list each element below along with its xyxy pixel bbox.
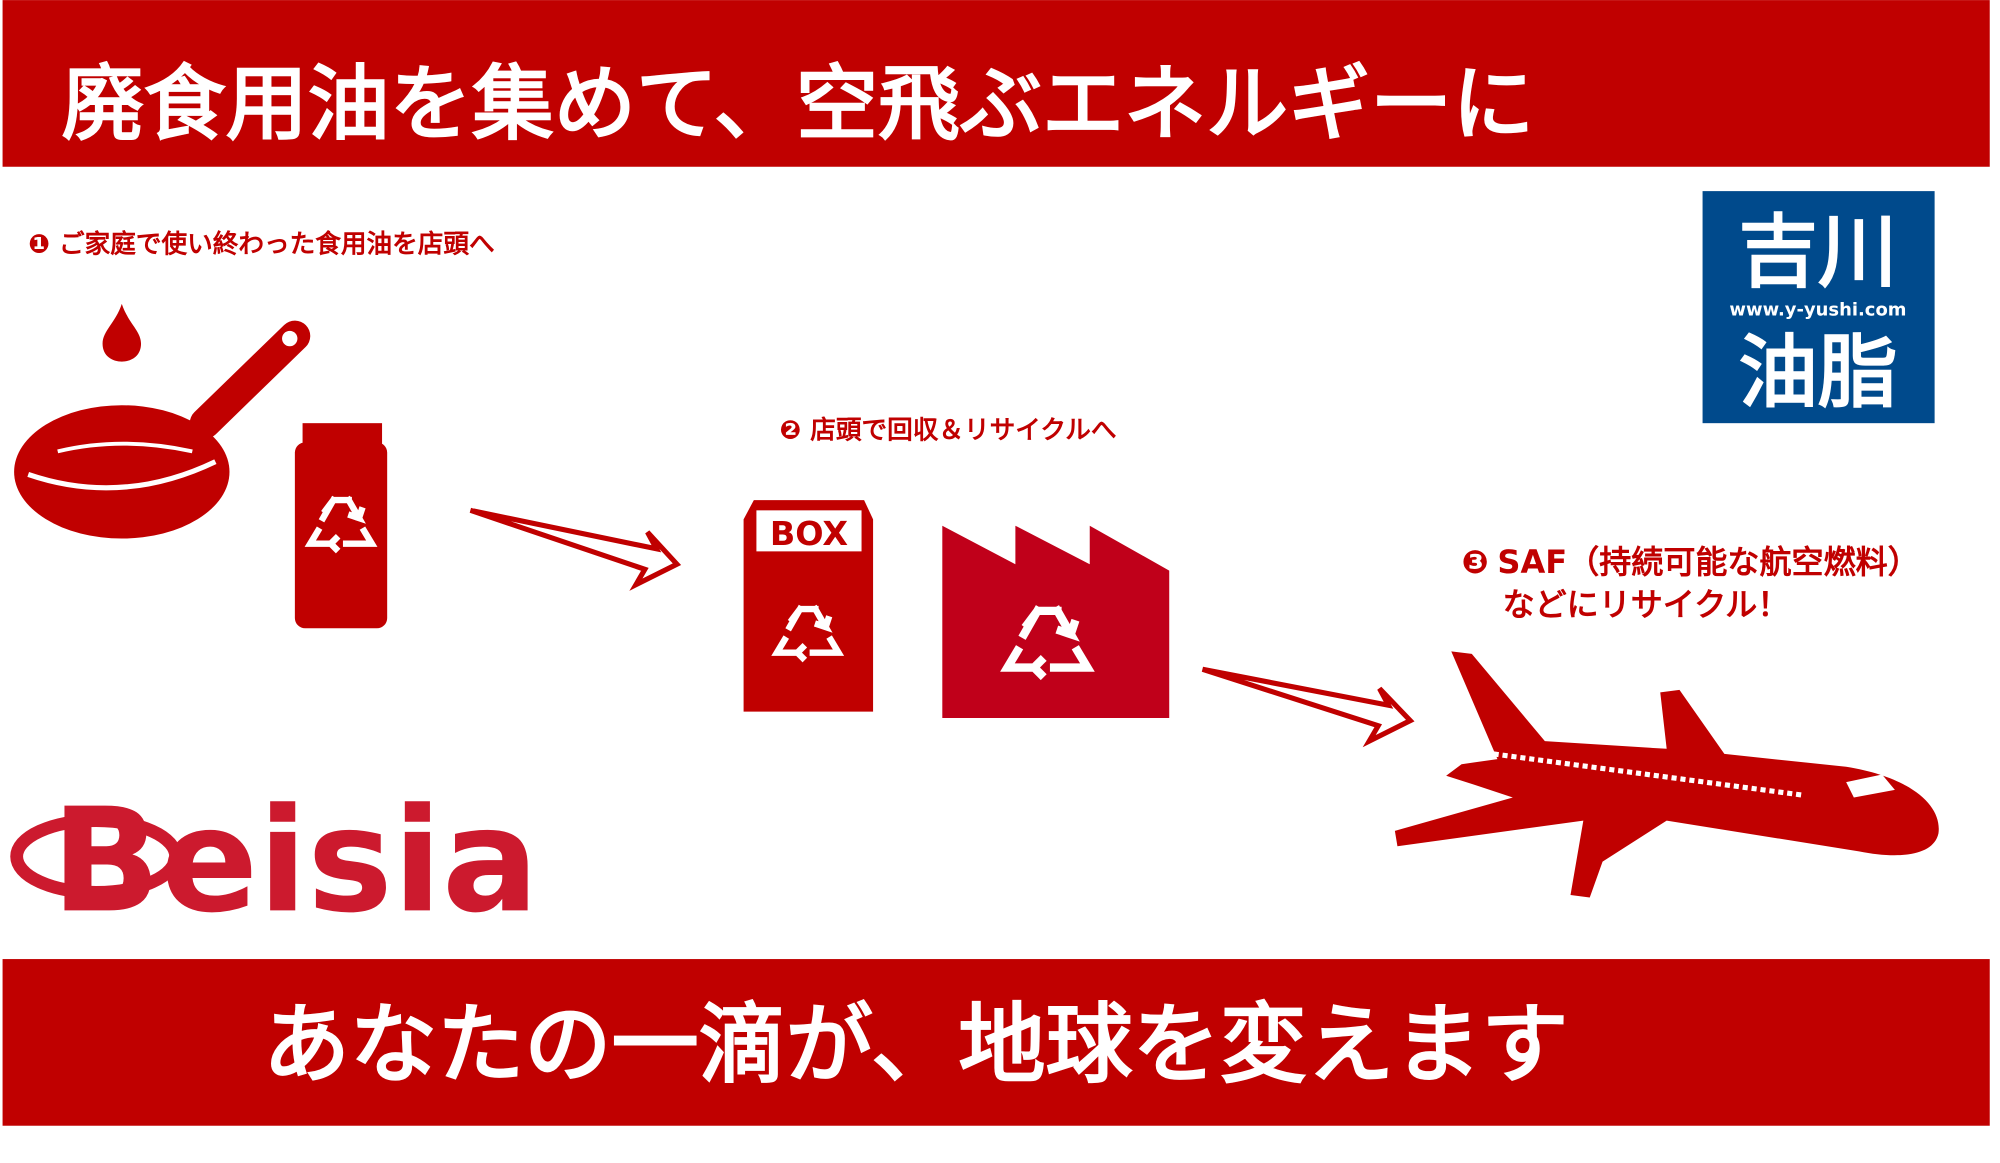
header-title: 廃食用油を集めて、空飛ぶエネルギーに bbox=[62, 57, 1535, 152]
collection-box-icon: BOX bbox=[743, 500, 874, 712]
beisia-logo: Beisia bbox=[10, 777, 539, 944]
arrow-right-icon bbox=[469, 507, 682, 591]
logo-line2: 油脂 bbox=[1738, 326, 1897, 419]
factory-icon bbox=[942, 525, 1170, 719]
oil-drop-icon bbox=[102, 303, 142, 362]
step2-text: 店頭で回収＆リサイクルへ bbox=[810, 416, 1116, 446]
yoshikawa-yushi-logo: 吉川 www.y-yushi.com 油脂 bbox=[1702, 191, 1935, 424]
logo-line1: 吉川 bbox=[1738, 206, 1897, 299]
step3-line1: SAF（持続可能な航空燃料） bbox=[1497, 543, 1919, 581]
footer-banner bbox=[2, 959, 1990, 1126]
step3-number: ❸ bbox=[1462, 543, 1489, 581]
frying-pan-icon bbox=[14, 303, 311, 539]
footer-slogan: あなたの一滴が、地球を変えます bbox=[263, 993, 1569, 1095]
store-logo-text: Beisia bbox=[51, 777, 539, 944]
step1-text: ご家庭で使い終わった食用油を店頭へ bbox=[59, 229, 495, 260]
step2-number: ❷ bbox=[779, 416, 801, 446]
box-label: BOX bbox=[770, 514, 849, 553]
logo-url: www.y-yushi.com bbox=[1729, 299, 1906, 320]
step3-line2: などにリサイクル！ bbox=[1503, 585, 1790, 623]
header-banner bbox=[2, 0, 1990, 167]
step1-number: ❶ bbox=[28, 230, 50, 260]
oil-can-icon bbox=[294, 423, 388, 629]
arrow-right-icon bbox=[1201, 666, 1415, 748]
airplane-icon bbox=[1394, 651, 1939, 898]
